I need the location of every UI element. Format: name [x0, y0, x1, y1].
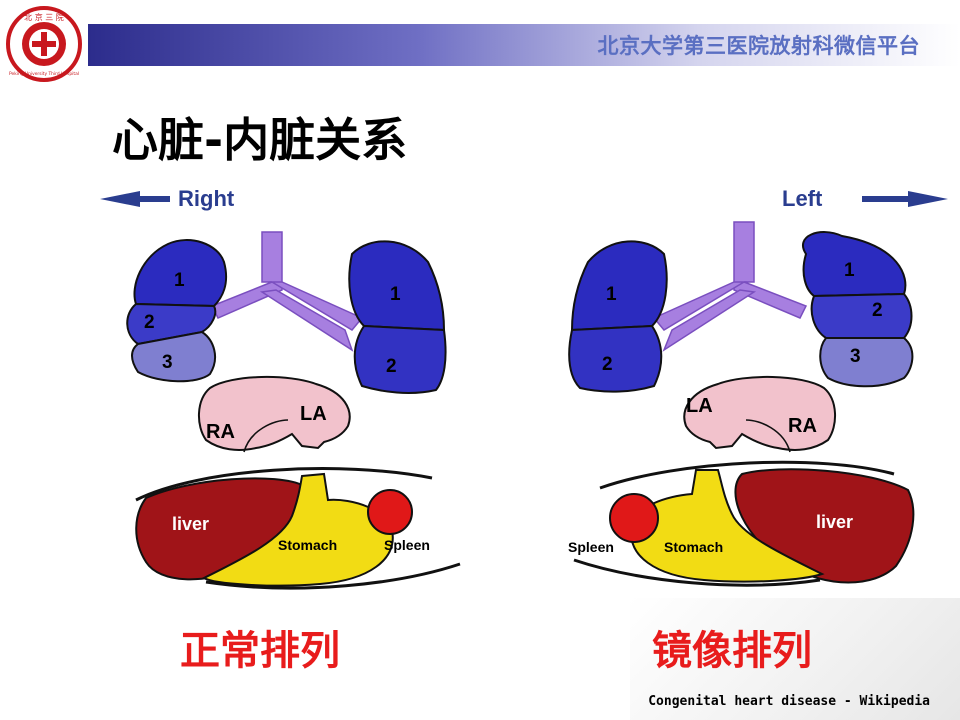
logo-text-bottom: Peking University Third Hospital: [9, 71, 79, 77]
lobe-label: 3: [850, 346, 861, 367]
organ-label: Spleen: [384, 537, 430, 553]
lobe-label: 1: [390, 284, 401, 305]
organ-label: liver: [816, 512, 853, 532]
normal-caption: 正常排列: [180, 628, 340, 674]
right-lung: [126, 239, 228, 383]
lobe-label: 1: [844, 260, 855, 281]
slide-title: 心脏-内脏关系: [112, 113, 408, 167]
logo-text-top: 北 京 三 院: [24, 12, 64, 22]
platform-title: 北京大学第三医院放射科微信平台: [597, 34, 920, 58]
mirror-diagram: 1 2 1 2 3 LA RA liver Stomach Spleen: [568, 221, 915, 587]
atrium-label: LA: [300, 403, 327, 425]
corner-shade: [630, 598, 960, 720]
lobe-label: 2: [144, 312, 155, 333]
hospital-seal-icon: 北 京 三 院 Peking University Third Hospital: [6, 6, 82, 82]
lobe-label: 1: [606, 284, 617, 305]
mirror-caption: 镜像排列: [652, 628, 812, 674]
lobe-label: 3: [162, 352, 173, 373]
lobe-label: 2: [872, 300, 883, 321]
abdomen: [573, 460, 915, 587]
lobe-label: 1: [174, 270, 185, 291]
lobe-label: 2: [602, 354, 613, 375]
organ-label: Stomach: [664, 539, 723, 555]
source-note: Congenital heart disease - Wikipedia: [648, 694, 930, 709]
organ-label: liver: [172, 514, 209, 534]
airway: [652, 221, 808, 352]
left-lung: [568, 240, 668, 393]
normal-diagram: 1 2 3 1 2 RA LA liver Stomach Spleen: [126, 231, 461, 590]
direction-left-label: Left: [782, 186, 823, 211]
atrium-label: RA: [788, 415, 817, 437]
direction-right-label: Right: [178, 186, 235, 211]
left-lung: [348, 240, 447, 394]
atrium-label: RA: [206, 421, 235, 443]
abdomen: [135, 467, 461, 590]
heart: [683, 375, 836, 453]
right-lung: [802, 231, 914, 388]
arrow-left-icon: [100, 191, 170, 207]
heart: [198, 375, 351, 453]
header-bar: [88, 24, 960, 66]
organ-label: Stomach: [278, 537, 337, 553]
lobe-label: 2: [386, 356, 397, 377]
atrium-label: LA: [686, 395, 713, 417]
arrow-right-icon: [862, 191, 948, 207]
organ-label: Spleen: [568, 539, 614, 555]
airway: [210, 231, 364, 352]
